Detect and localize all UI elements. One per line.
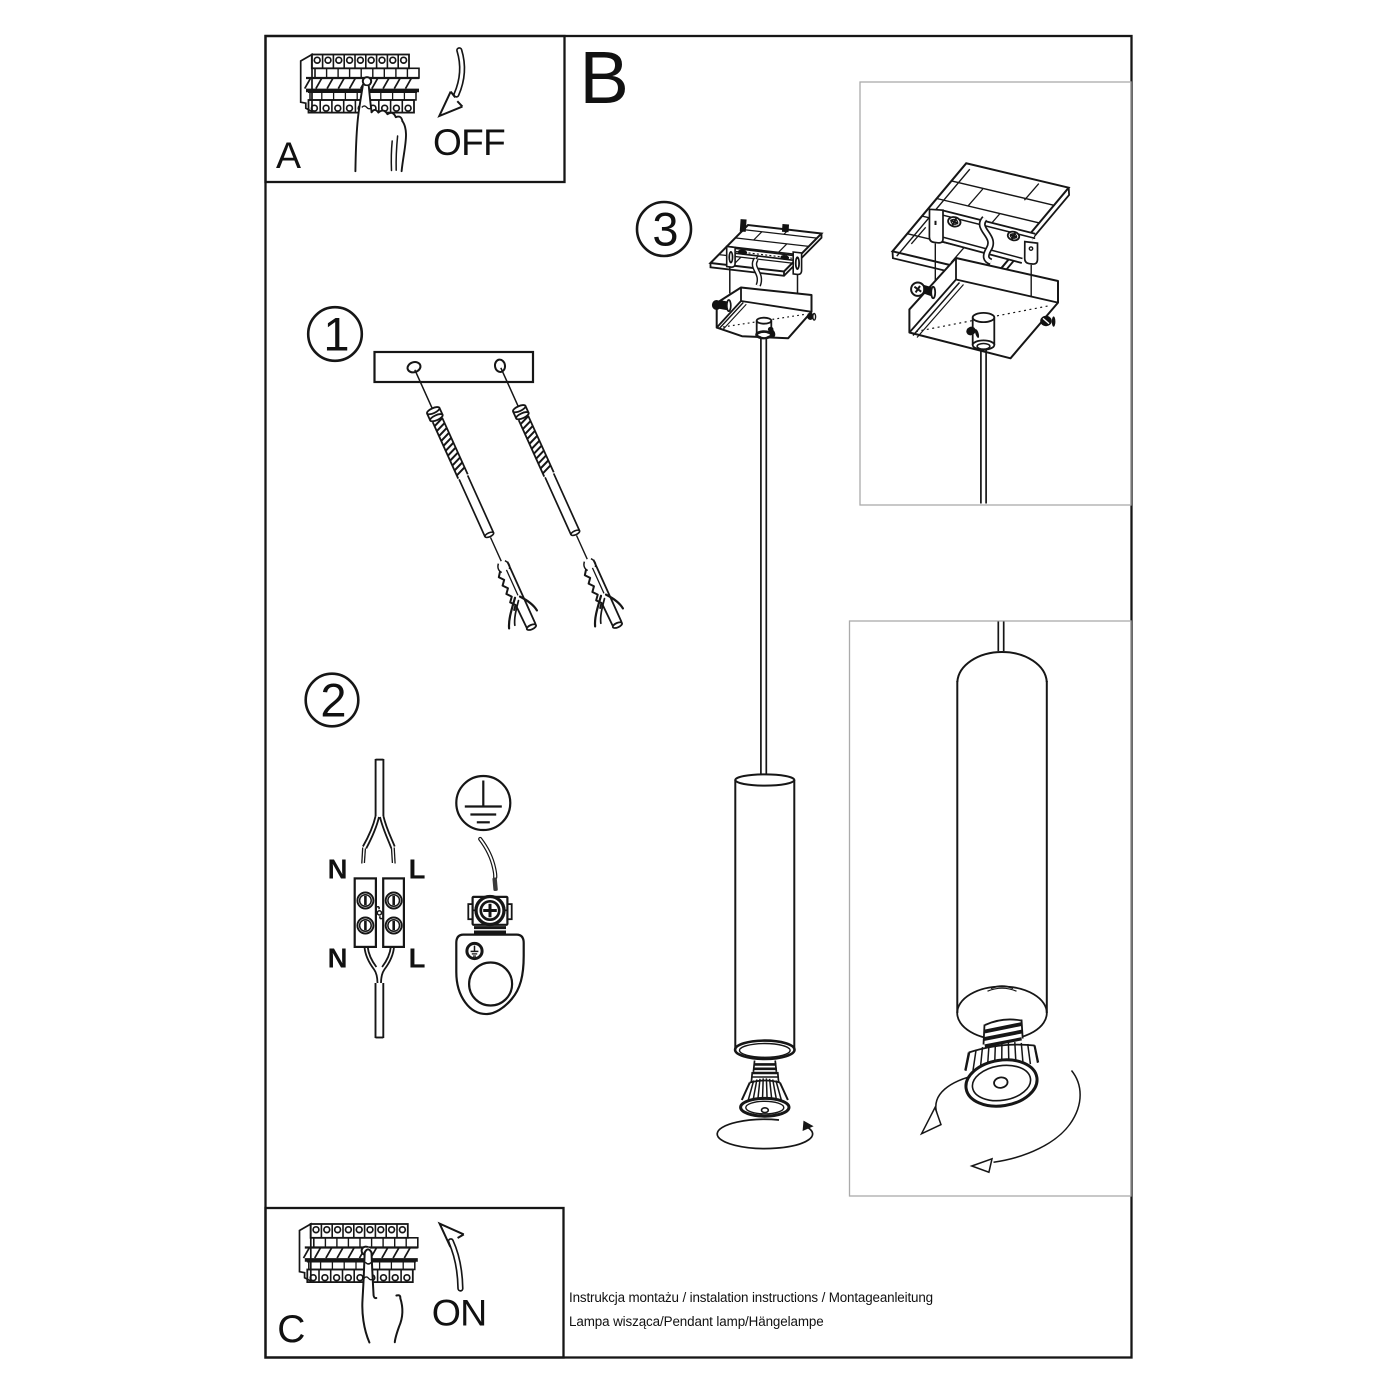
- svg-text:Lampa wisząca/Pendant lamp/Hän: Lampa wisząca/Pendant lamp/Hängelampe: [569, 1314, 824, 1329]
- svg-text:2: 2: [320, 674, 346, 727]
- svg-text:N: N: [328, 854, 348, 885]
- svg-text:Instrukcja montażu / instalati: Instrukcja montażu / instalation instruc…: [569, 1290, 933, 1305]
- svg-text:B: B: [580, 36, 629, 119]
- svg-text:L: L: [409, 854, 426, 885]
- svg-text:ON: ON: [432, 1292, 487, 1334]
- svg-text:A: A: [276, 134, 301, 176]
- svg-text:3: 3: [652, 203, 678, 256]
- svg-text:OFF: OFF: [433, 122, 505, 163]
- svg-text:1: 1: [323, 308, 349, 361]
- svg-text:N: N: [328, 943, 348, 974]
- svg-text:C: C: [277, 1308, 305, 1351]
- svg-text:L: L: [409, 943, 426, 974]
